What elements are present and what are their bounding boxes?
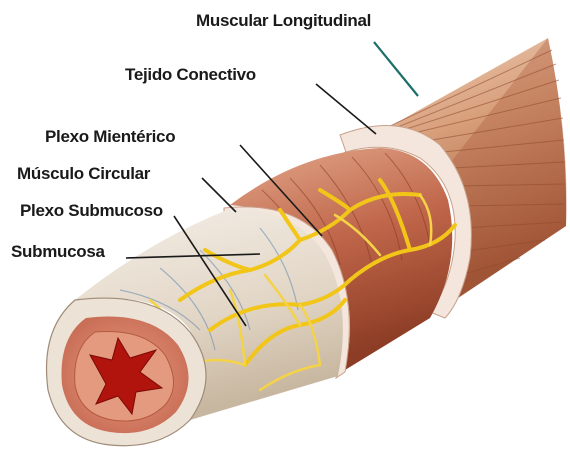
leader-muscular-longitudinal [374,42,418,96]
leader-musculo-circular [202,178,236,212]
label-muscular-longitudinal: Muscular Longitudinal [196,11,371,30]
label-submucosa: Submucosa [11,242,106,261]
label-plexo-mienterico: Plexo Mientérico [45,127,175,146]
leader-tejido-conectivo [316,84,376,134]
label-plexo-submucoso: Plexo Submucoso [20,201,163,220]
label-musculo-circular: Músculo Circular [17,164,151,183]
label-tejido-conectivo: Tejido Conectivo [125,65,256,84]
